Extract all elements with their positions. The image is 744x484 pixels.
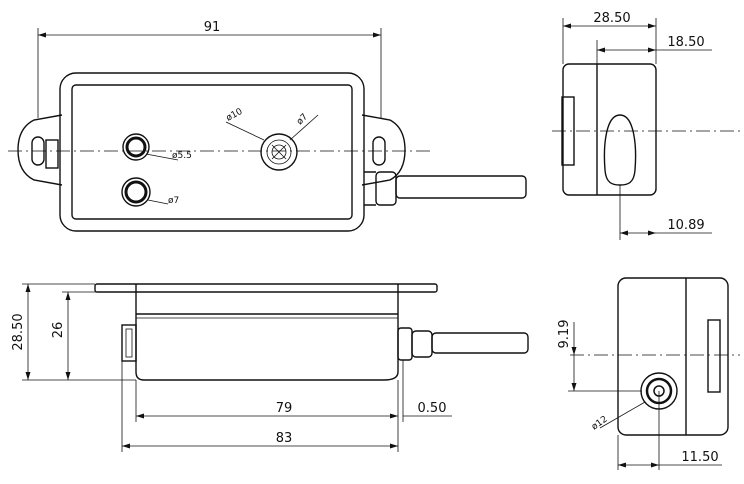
lower-hole-leader	[147, 199, 169, 205]
lower-hole-outer	[121, 177, 151, 207]
led-dia-label: ø10	[225, 107, 245, 124]
lower-hole	[124, 180, 148, 204]
side-body	[562, 63, 657, 196]
dim-2850-label: 28.50	[593, 11, 630, 26]
dim-v26-label: 26	[51, 322, 66, 339]
cable	[395, 175, 527, 199]
led-leader	[225, 121, 265, 141]
front-cable	[431, 332, 529, 354]
dim-1089-arrows	[620, 230, 656, 236]
led-cross	[271, 144, 287, 160]
dim-1850-label: 18.50	[667, 35, 704, 50]
left-ear-slot	[31, 136, 45, 166]
cable-gland-edge	[364, 171, 376, 206]
dim-91-label: 91	[204, 20, 221, 35]
housing-inner	[71, 84, 353, 220]
port-dia-label: ø7	[295, 112, 310, 127]
dim-83-label: 83	[276, 431, 293, 446]
dim-1089-label: 10.89	[667, 218, 704, 233]
led-core	[271, 144, 287, 160]
upper-hole	[125, 136, 147, 158]
dim-919-label: 9.19	[557, 320, 572, 349]
right-ear-slot	[372, 136, 386, 166]
left-mounting-ear	[17, 114, 63, 186]
cable-gland	[375, 171, 397, 206]
front-flange	[94, 283, 438, 293]
upper-hole-outer	[122, 133, 150, 161]
front-cable-nut	[411, 330, 433, 358]
end-body	[617, 277, 729, 436]
dim-79-label: 79	[276, 401, 293, 416]
side-flange	[561, 96, 575, 166]
end-port-leader	[599, 401, 646, 429]
dim-050-label: 0.50	[418, 401, 447, 416]
led-outer	[260, 133, 298, 171]
dim-v2850-label: 28.50	[11, 313, 26, 350]
led-inner	[266, 139, 292, 165]
side-view: 28.50 18.50 10.89	[552, 11, 740, 240]
upper-hole-leader	[145, 153, 179, 161]
front-left-connector-inner	[125, 328, 133, 358]
top-view: ø10 ø7 ø5.5 ø7 91	[8, 20, 527, 232]
front-cable-gland	[397, 327, 413, 361]
port-leader	[289, 114, 319, 141]
right-mounting-ear	[361, 114, 406, 186]
lower-hole-dia-label: ø7	[168, 196, 179, 206]
end-port-dia-label: ø12	[590, 415, 610, 433]
front-view: 28.50 26 79 0.50 83	[11, 283, 529, 452]
end-flange	[707, 319, 721, 393]
end-view: 9.19 ø12 11.50	[557, 277, 740, 470]
side-cable-hole	[603, 114, 637, 186]
left-stub	[45, 139, 59, 169]
dim-1150-label: 11.50	[681, 450, 718, 465]
front-left-connector	[121, 324, 137, 362]
upper-hole-dia-label: ø5.5	[172, 151, 192, 161]
housing-outer	[59, 72, 365, 232]
front-body	[135, 284, 399, 381]
